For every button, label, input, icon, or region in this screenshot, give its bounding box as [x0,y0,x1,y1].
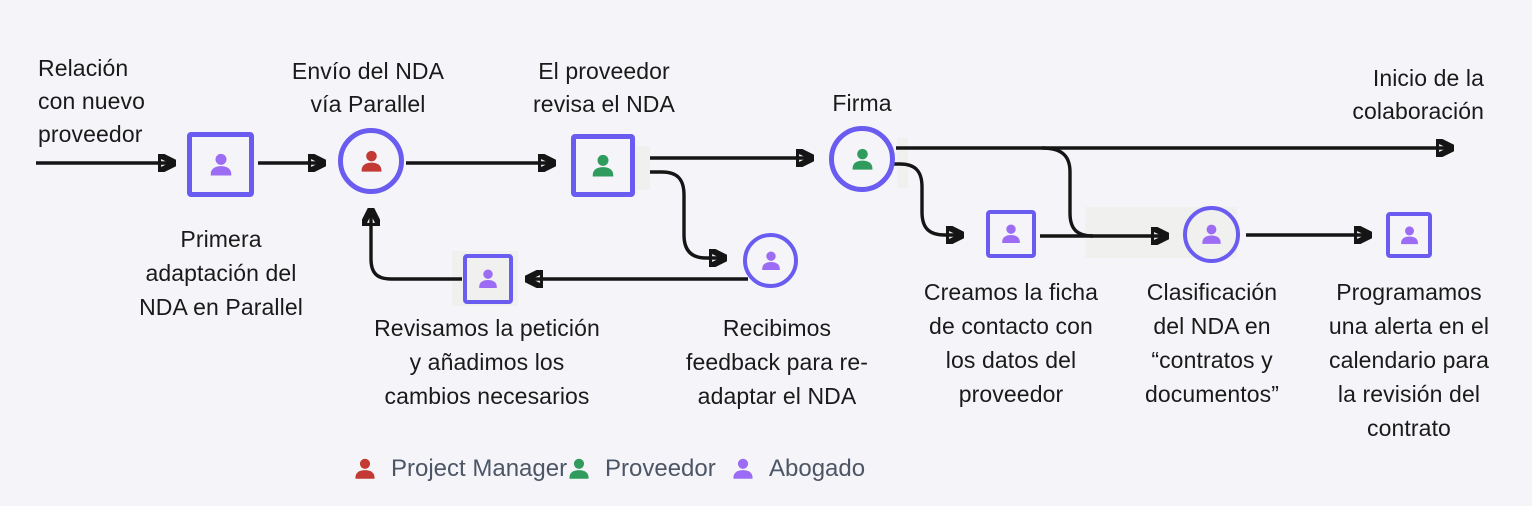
node-primera-adaptacion [187,132,254,197]
label-clasificacion: Clasificación del NDA en “contratos y do… [1144,279,1280,407]
legend-label: Abogado [769,455,866,482]
arrow-firma-to-creamos [894,162,962,235]
legend-item-project-manager: Project Manager [352,454,567,484]
node-creamos-ficha [986,210,1036,258]
arrow-proveedor-to-recibimos [650,170,725,258]
line-branch-to-clasificacion [1041,146,1094,238]
person-icon-abogado [1400,225,1418,244]
person-icon-abogado [479,269,497,288]
label-firma: Firma [832,90,892,116]
person-icon-project-manager [361,150,381,172]
legend-item-abogado: Abogado [730,454,865,484]
node-firma [829,126,895,192]
node-programamos-alerta [1386,212,1432,258]
person-icon-project-manager [355,458,375,479]
person-icon-abogado [733,458,753,479]
person-icon-abogado [210,153,231,175]
node-proveedor-revisa [571,134,635,197]
person-icon-abogado [761,251,780,270]
node-envio-nda [338,128,404,194]
legend-item-proveedor: Proveedor [566,454,716,484]
person-icon-proveedor [852,148,872,170]
node-recibimos-feedback [743,233,798,288]
person-icon-abogado [1002,224,1020,243]
label-primera-adaptacion: Primera adaptación del NDA en Parallel [139,226,303,320]
legend-label: Project Manager [391,455,568,482]
node-clasificacion [1183,206,1240,263]
node-revisamos-peticion [463,254,513,304]
label-creamos-ficha: Creamos la ficha de contacto con los dat… [923,279,1099,407]
person-icon-proveedor [592,154,614,176]
legend-label: Proveedor [605,455,716,482]
person-icon-abogado [1202,224,1221,244]
label-start: Relación con nuevo proveedor [38,55,146,147]
label-envio-nda: Envío del NDA vía Parallel [291,58,445,117]
label-programamos-alerta: Programamos una alerta en el calendario … [1328,279,1490,441]
label-end: Inicio de la colaboración [1352,65,1484,124]
label-revisamos-peticion: Revisamos la petición y añadimos los cam… [374,315,600,409]
label-recibimos-feedback: Recibimos feedback para re- adaptar el N… [686,315,868,409]
person-icon-proveedor [569,458,589,479]
label-proveedor-revisa: El proveedor revisa el NDA [533,58,675,117]
arrow-revisamos-to-envio [371,210,462,281]
background-artifact [636,146,650,190]
